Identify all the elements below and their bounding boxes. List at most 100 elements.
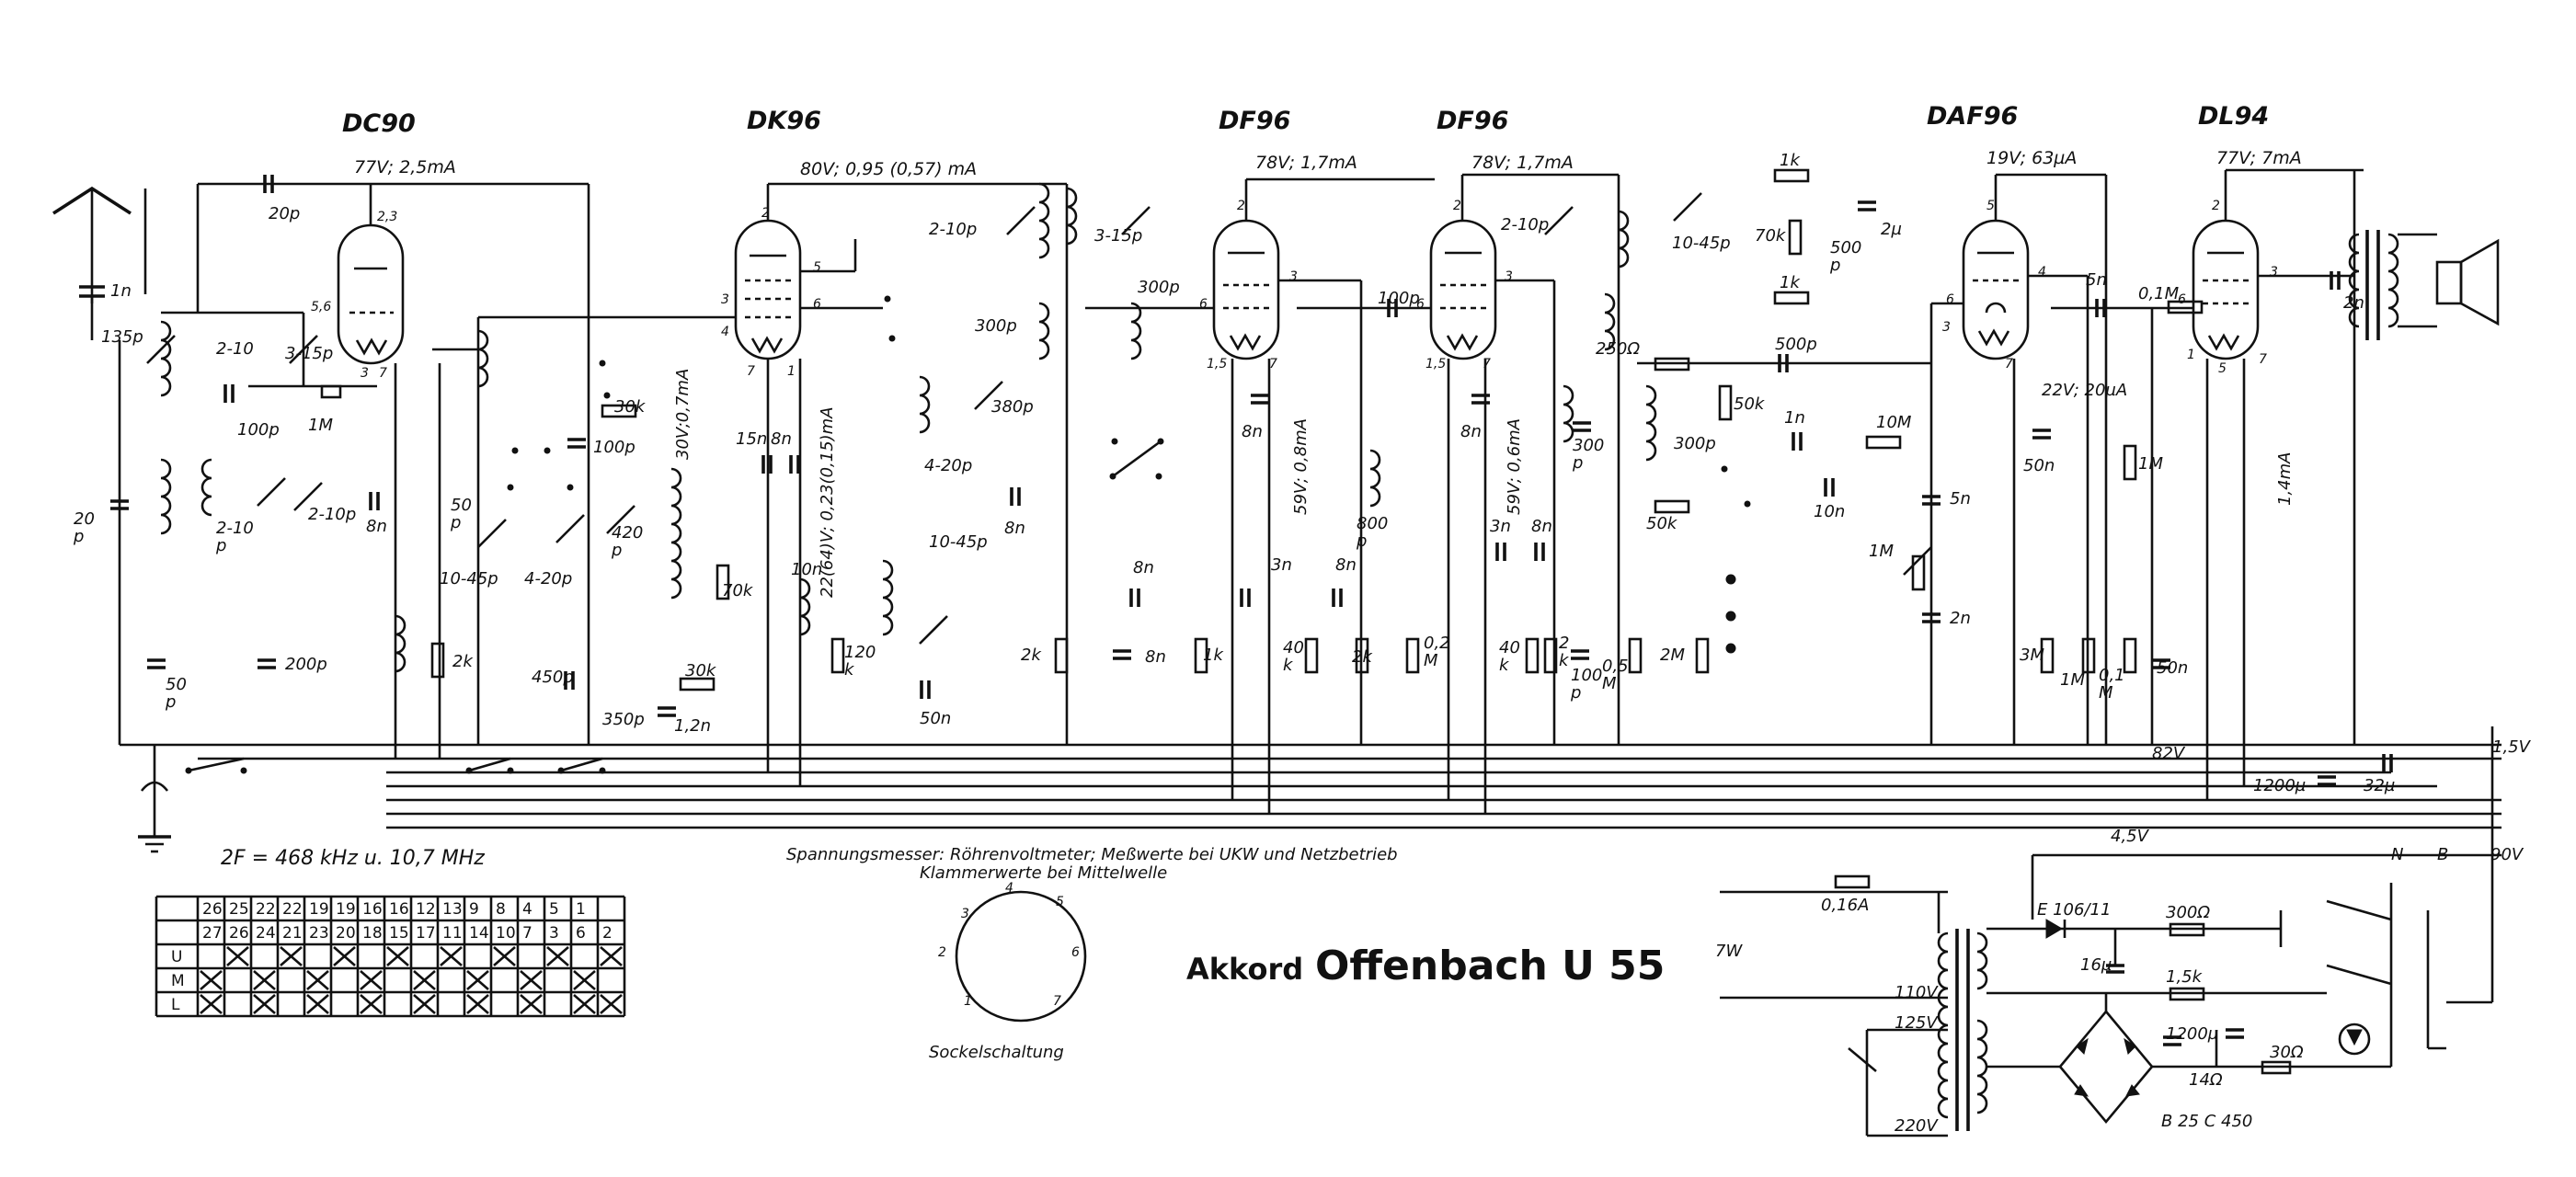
power-wiring [1986,726,2502,1075]
label-50n: 50n [920,709,951,728]
svg-text:5: 5 [1986,199,1995,213]
tube-voltage-dk96: 80V; 0,95 (0,57) mA [800,159,977,179]
label-70k-b: 70k [1755,226,1787,246]
table-cross-mark [360,994,383,1014]
label-10n-b: 10n [1814,502,1845,521]
svg-text:6: 6 [1071,945,1080,960]
label-1n: 1n [110,281,132,301]
table-cross-mark [306,970,329,990]
label-2m: 2M [1660,646,1685,665]
svg-text:2: 2 [938,945,946,960]
svg-text:5,6: 5,6 [311,300,331,314]
label-df-voltage-2: 59V; 0,6mA [1505,418,1524,515]
table-header-cell: 6 [576,924,586,943]
label-30k-b: 30k [685,661,717,680]
table-cross-mark [280,946,303,966]
label-1-5v: 1,5V [2492,737,2532,757]
table-cross-mark [413,970,436,990]
trimmers [146,192,1932,645]
inductors [160,182,1657,673]
label-3m: 3M [2020,646,2044,665]
svg-text:1: 1 [964,994,972,1009]
table-header-cell: 1 [576,900,586,919]
table-mode-label: L [171,996,180,1014]
label-3-15p-b: 3-15p [1094,226,1142,246]
table-header-cell: 19 [336,900,356,919]
svg-text:1: 1 [2187,348,2195,362]
label-10n: 10n [791,560,822,579]
label-1k-a: 1k [1780,151,1801,170]
table-cross-mark [200,970,223,990]
table-cross-mark [200,994,223,1014]
table-header-cell: 11 [442,924,463,943]
tube-dc90: 2,3 5,6 3 7 [311,210,405,381]
svg-text:5: 5 [813,260,821,275]
table-cross-mark [440,946,463,966]
table-header-cell: 16 [362,900,383,919]
capacitors [110,175,2393,786]
svg-text:3: 3 [1505,269,1513,284]
svg-text:1: 1 [787,364,796,379]
svg-text:4: 4 [1005,881,1013,896]
tube-df96-1: 2 6 3 1,5 7 [1199,199,1298,371]
label-30-ohm: 30Ω [2270,1043,2304,1062]
label-8n-c: 8n [1004,519,1025,538]
power-transformer [1720,890,1988,1137]
label-1-5k: 1,5k [2166,967,2204,987]
table-header-cell: 13 [442,900,463,919]
label-300-ohm: 300Ω [2166,903,2210,922]
table-cross-mark [600,946,623,966]
label-0-1m-b: 0,1M [2138,284,2180,303]
label-1m-d: 1M [2138,454,2163,474]
label-14-ohm: 14Ω [2189,1070,2223,1090]
title-model: Offenbach U 55 [1315,943,1665,989]
label-8n-h: 8n [1460,422,1482,441]
table-header-cell: 8 [496,900,506,919]
label-3n-b: 3n [1490,517,1511,536]
table-header-cell: 14 [469,924,489,943]
label-1n-b: 1n [1784,408,1805,428]
table-header-cell: 5 [549,900,559,919]
label-2k-c: 2k [1352,647,1373,667]
svg-text:3: 3 [2270,265,2278,280]
table-header-cell: 12 [416,900,436,919]
label-70k: 70k [722,581,754,600]
tube-label-dl94: DL94 [2198,102,2269,131]
label-2n-b: 2n [2343,293,2364,313]
svg-text:3: 3 [1942,320,1951,335]
label-10-45p-b: 10-45p [929,532,988,552]
label-switch-n: N [2391,845,2403,864]
label-0-16a: 0,16A [1821,896,1869,915]
table-header-cell: 3 [549,924,559,943]
table-mode-label: U [171,948,182,966]
bus-lines [120,743,2502,829]
svg-text:6: 6 [1416,297,1425,312]
label-8n-a: 8n [366,517,387,536]
label-32u: 32µ [2364,776,2395,795]
table-cross-mark [360,970,383,990]
label-8n-e: 8n [1145,647,1166,667]
tube-label-dc90: DC90 [342,109,416,138]
label-df-voltage-1: 59V; 0,8mA [1291,418,1311,515]
label-daf-voltage: 22V; 20µA [2042,381,2127,400]
label-8n-i: 8n [1531,517,1552,536]
label-1200u: 1200µ [2253,776,2306,795]
table-cross-mark [333,946,356,966]
label-10-45p: 10-45p [440,569,498,588]
label-2n: 2n [1950,609,1971,628]
label-dk-voltage-1: 30V;0,7mA [673,369,693,460]
table-header-cell: 22 [256,900,276,919]
label-100p-c: 100p [1378,289,1420,308]
frequency-note: 2F = 468 kHz u. 10,7 MHz [221,847,485,870]
label-5n: 5n [1950,489,1971,509]
